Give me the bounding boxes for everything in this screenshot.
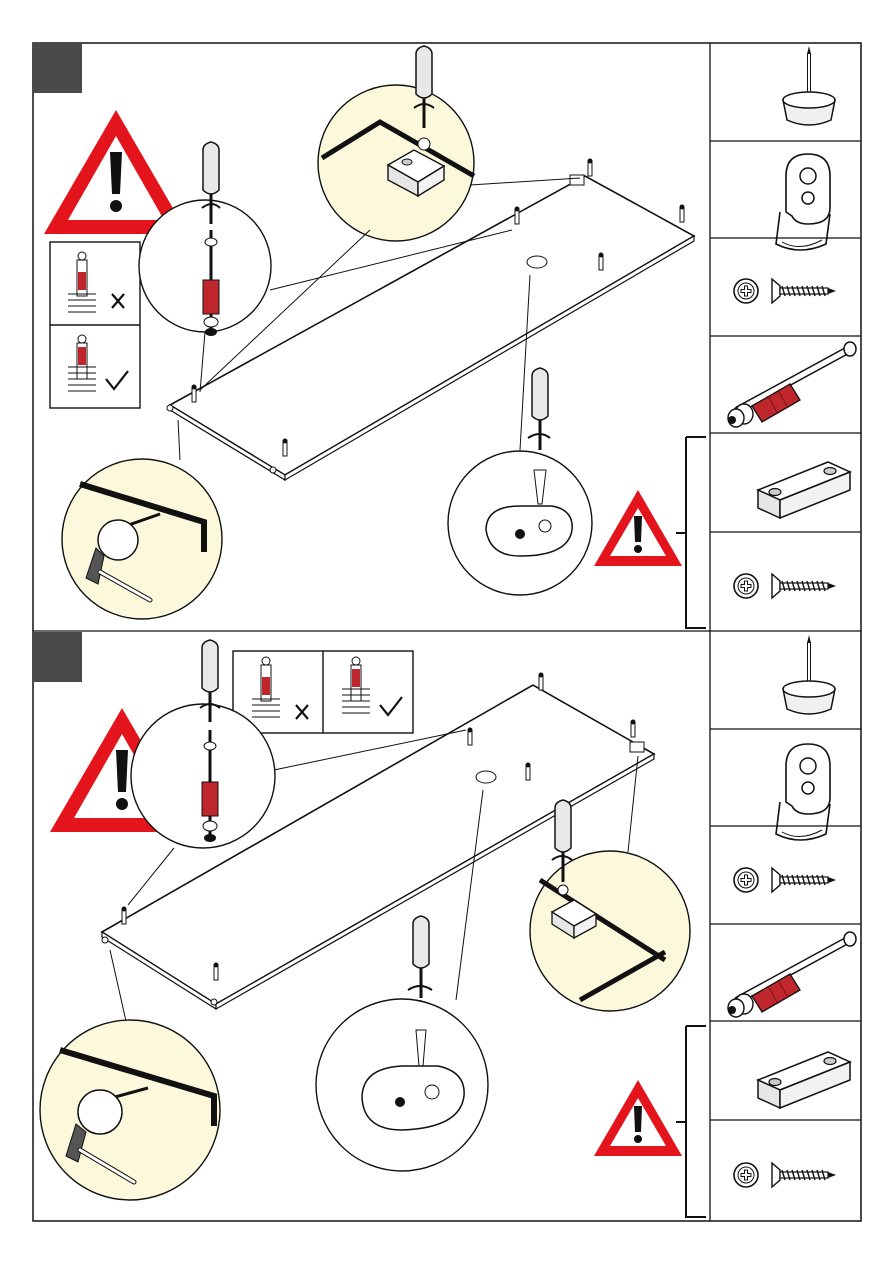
cam-dowel-icon (728, 932, 856, 1017)
warning-icon-small (594, 1080, 682, 1156)
shelf-support-clip-icon (776, 154, 830, 250)
inset-glide-hammer (40, 1020, 220, 1200)
bracket-1 (676, 437, 706, 628)
step-marker-2 (33, 632, 82, 682)
furniture-glide-nail-icon (783, 635, 835, 714)
countersunk-screw-icon (734, 868, 836, 892)
warning-icon-small (594, 490, 682, 566)
countersunk-screw-icon (734, 279, 836, 303)
inset-cam-dowel-insert (139, 142, 271, 336)
wood-screw-icon (734, 574, 836, 598)
inset-shelf-support (448, 368, 592, 595)
depth-check-panel (50, 242, 140, 408)
inset-connector-block (318, 46, 474, 241)
bracket-2 (676, 1026, 706, 1217)
step-marker-1 (33, 43, 82, 93)
cam-dowel-icon (728, 342, 856, 427)
furniture-glide-nail-icon (783, 46, 835, 125)
inset-connector-block (530, 800, 690, 1011)
wood-screw-icon (734, 1163, 836, 1187)
depth-check-panel (233, 651, 413, 733)
inset-glide-hammer (62, 459, 222, 619)
connector-block-icon (758, 462, 850, 518)
connector-block-icon (758, 1052, 850, 1108)
